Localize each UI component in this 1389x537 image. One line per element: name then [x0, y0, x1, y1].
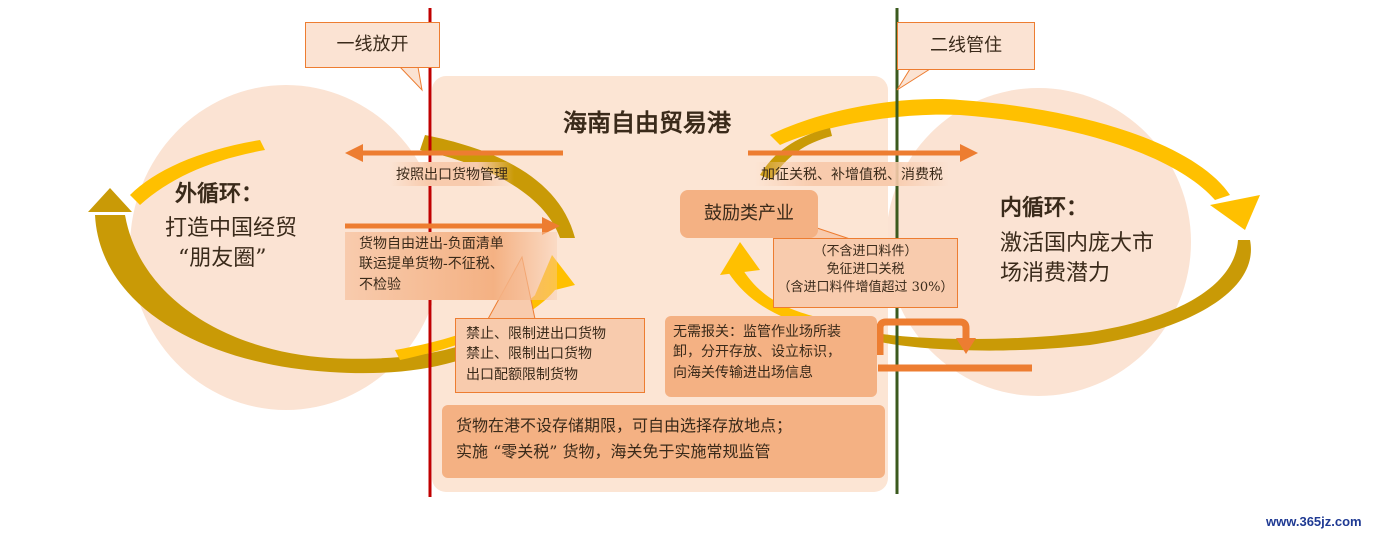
import-arrowhead [542, 217, 560, 235]
import-line: 不检验 [359, 276, 401, 293]
inner-loop-bottom-arc [880, 240, 1251, 351]
import-line: 货物自由进出-负面清单 [359, 236, 504, 252]
inner-heading: 内循环： [1000, 195, 1089, 221]
outer-loop-bottom-arc [95, 215, 520, 374]
inner-line-1: 激活国内庞大市 [1000, 231, 1155, 256]
first-line-callout-tail [398, 66, 423, 92]
inner-loop-top-arc [770, 99, 1230, 200]
encouraged-industry-label: 鼓励类产业 [704, 203, 794, 224]
import-line: 联运提单货物-不征税、 [359, 256, 504, 273]
second-line-callout: 二线管住 [897, 22, 1035, 70]
inner-line-2: 场消费潜力 [1000, 261, 1111, 286]
outer-loop-top-arc [420, 135, 575, 238]
storage-policy-line: 货物在港不设存储期限，可自由选择存放地点； [456, 416, 793, 435]
elbow-arrowhead [956, 338, 976, 354]
inner-loop-arrowhead [1210, 195, 1260, 230]
exemption-line: （不含进口料件） [813, 244, 918, 259]
watermark: www.365jz.com [1266, 514, 1362, 529]
no-declaration-line: 无需报关：监管作业场所装 [673, 324, 841, 340]
restriction-line: 出口配额限制货物 [466, 366, 578, 383]
exemption-line: （含进口料件增值超过 30%） [777, 280, 954, 296]
encouraged-industry-box: 鼓励类产业 [680, 190, 818, 238]
storage-policy-box: 货物在港不设存储期限，可自由选择存放地点； 实施 “零关税” 货物，海关免于实施… [442, 405, 885, 478]
outer-line-1: 打造中国经贸 [165, 216, 298, 241]
no-declaration-line: 卸，分开存放、设立标识， [673, 344, 841, 361]
inner-loop-left-arrowhead [720, 242, 760, 275]
outer-loop-arrowhead [88, 188, 132, 212]
outer-heading: 外循环： [175, 181, 264, 207]
tax-arrowhead [960, 144, 978, 162]
tax-arrow-label: 加征关税、补增值税、消费税 [755, 162, 949, 186]
elbow-arrow [876, 318, 970, 355]
outer-loop-yellow-arc [130, 140, 265, 205]
first-line-callout: 一线放开 [305, 22, 440, 68]
restriction-callout: 禁止、限制进出口货物 禁止、限制出口货物 出口配额限制货物 [455, 318, 645, 393]
storage-policy-line: 实施 “零关税” 货物，海关免于实施常规监管 [456, 441, 771, 461]
import-box: 货物自由进出-负面清单 联运提单货物-不征税、 不检验 [345, 232, 557, 300]
exemption-line: 免征进口关税 [826, 262, 905, 278]
restriction-line: 禁止、限制出口货物 [466, 346, 592, 363]
inner-loop-left-yellow [728, 265, 820, 328]
second-line-label: 二线管住 [930, 35, 1002, 56]
no-declaration-box: 无需报关：监管作业场所装 卸，分开存放、设立标识， 向海关传输进出场信息 [665, 316, 877, 397]
restriction-line: 禁止、限制进出口货物 [466, 326, 606, 342]
page-title: 海南自由贸易港 [563, 108, 731, 137]
outer-line-2: “朋友圈” [178, 246, 267, 271]
second-line-callout-tail [896, 68, 932, 91]
no-declaration-line: 向海关传输进出场信息 [673, 364, 813, 381]
export-arrowhead [345, 144, 363, 162]
tariff-exemption-callout: （不含进口料件） 免征进口关税 （含进口料件增值超过 30%） [773, 238, 958, 308]
first-line-label: 一线放开 [336, 34, 409, 55]
export-arrow-label: 按照出口货物管理 [390, 162, 514, 186]
